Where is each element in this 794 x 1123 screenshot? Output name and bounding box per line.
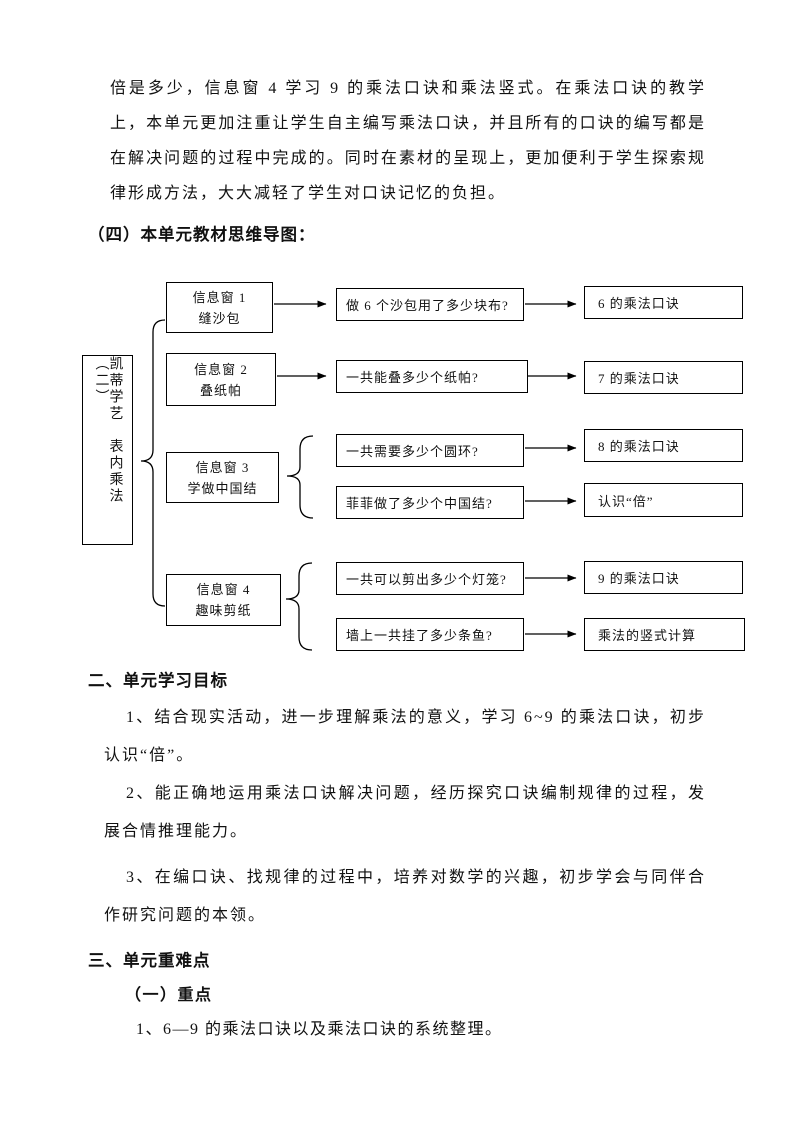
key-points-subheading: （一）重点 <box>125 987 213 1004</box>
result-6-text: 乘法的竖式计算 <box>598 628 697 643</box>
question-box-6: 墙上一共挂了多少条鱼? <box>336 618 524 651</box>
question-5-text: 一共可以剪出多少个灯笼? <box>346 572 507 587</box>
info-window-3-topic: 学做中国结 <box>187 480 258 496</box>
goal-item-3: 3、在编口诀、找规律的过程中，培养对数学的兴趣，初步学会与同伴合作研究问题的本领… <box>104 869 706 924</box>
info-window-3-box: 信息窗 3 学做中国结 <box>166 452 279 503</box>
info-window-2-label: 信息窗 2 <box>194 361 248 377</box>
question-3-text: 一共需要多少个圆环? <box>346 444 479 459</box>
question-box-1: 做 6 个沙包用了多少块布? <box>336 288 524 321</box>
section-heading-key-points: 三、单元重难点 <box>88 951 211 970</box>
result-box-2: 7 的乘法口诀 <box>584 361 743 394</box>
intro-paragraph: 倍是多少，信息窗 4 学习 9 的乘法口诀和乘法竖式。在乘法口诀的教学上，本单元… <box>110 80 706 202</box>
goal-item-2: 2、能正确地运用乘法口诀解决问题，经历探究口诀编制规律的过程，发展合情推理能力。 <box>104 785 706 840</box>
section-heading-mindmap: （四）本单元教材思维导图： <box>88 225 316 244</box>
info-window-2-box: 信息窗 2 叠纸帕 <box>166 353 276 406</box>
result-4-text: 认识“倍” <box>598 493 654 509</box>
result-box-6: 乘法的竖式计算 <box>584 618 745 651</box>
info-window-1-label: 信息窗 1 <box>192 289 247 305</box>
brace-root <box>140 319 166 607</box>
result-2-text: 7 的乘法口诀 <box>598 371 680 386</box>
question-1-text: 做 6 个沙包用了多少块布? <box>346 298 509 313</box>
question-box-2: 一共能叠多少个纸帕? <box>336 360 528 393</box>
question-4-text: 菲菲做了多少个中国结? <box>346 496 493 511</box>
info-window-4-label: 信息窗 4 <box>196 582 251 597</box>
info-window-1-topic: 缝沙包 <box>198 310 241 326</box>
result-5-text: 9 的乘法口诀 <box>598 571 680 586</box>
unit-title-box: 凯蒂学艺 表内乘法（二） <box>82 355 133 545</box>
result-box-4: 认识“倍” <box>584 483 743 517</box>
page-content: 倍是多少，信息窗 4 学习 9 的乘法口诀和乘法竖式。在乘法口诀的教学上，本单元… <box>0 80 794 1038</box>
info-window-4-topic: 趣味剪纸 <box>195 603 252 618</box>
info-window-1-box: 信息窗 1 缝沙包 <box>166 282 273 333</box>
brace-info3 <box>286 435 314 519</box>
unit-title-text: 凯蒂学艺 表内乘法（二） <box>93 356 123 505</box>
question-6-text: 墙上一共挂了多少条鱼? <box>346 628 493 643</box>
mindmap-diagram: 凯蒂学艺 表内乘法（二） 信息窗 1 缝沙包 信息窗 2 叠纸帕 信息窗 3 学… <box>0 252 794 657</box>
question-box-3: 一共需要多少个圆环? <box>336 434 524 467</box>
goal-item-1: 1、结合现实活动，进一步理解乘法的意义，学习 6~9 的乘法口诀，初步认识“倍”… <box>104 709 706 764</box>
question-2-text: 一共能叠多少个纸帕? <box>346 370 479 385</box>
key-point-item-1: 1、6—9 的乘法口诀以及乘法口诀的系统整理。 <box>136 1021 503 1038</box>
result-box-3: 8 的乘法口诀 <box>584 429 743 462</box>
result-3-text: 8 的乘法口诀 <box>598 439 680 454</box>
info-window-4-box: 信息窗 4 趣味剪纸 <box>166 574 281 626</box>
question-box-4: 菲菲做了多少个中国结? <box>336 486 524 519</box>
diagram-connectors <box>140 300 577 651</box>
question-box-5: 一共可以剪出多少个灯笼? <box>336 562 524 595</box>
result-1-text: 6 的乘法口诀 <box>598 296 680 311</box>
result-box-1: 6 的乘法口诀 <box>584 286 743 319</box>
brace-info4 <box>285 562 313 651</box>
result-box-5: 9 的乘法口诀 <box>584 561 743 594</box>
section-heading-goals: 二、单元学习目标 <box>88 671 228 690</box>
info-window-2-topic: 叠纸帕 <box>199 382 242 398</box>
info-window-3-label: 信息窗 3 <box>195 459 250 475</box>
